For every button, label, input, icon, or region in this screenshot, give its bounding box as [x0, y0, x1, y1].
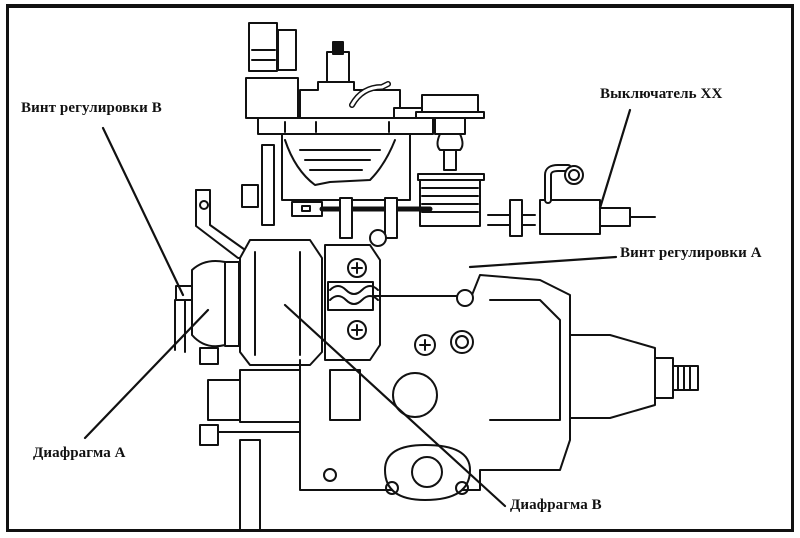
diaphragm-b-body: [239, 144, 323, 366]
leader-diaphragm-b: [283, 303, 507, 508]
diagram-frame: [6, 4, 794, 532]
head-plate: [384, 444, 471, 501]
label-diaphragm-b: Диафрагма В: [510, 497, 602, 513]
top-fitting: [299, 41, 401, 119]
top-plate: [257, 107, 435, 135]
label-adjusting-screw-b: Винт регулировки В: [21, 100, 162, 116]
leader-lines: [83, 108, 632, 508]
pump-body: [299, 274, 571, 491]
governor-housing: [281, 133, 411, 201]
leader-screw-a: [468, 255, 618, 269]
idle-switch: [487, 164, 656, 237]
diaphragm-a-body: [175, 260, 240, 348]
label-idle-switch: Выключатель XX: [600, 86, 723, 102]
leader-screw-b: [101, 126, 185, 297]
leader-diaphragm-a: [83, 308, 210, 440]
left-fittings: [199, 347, 301, 531]
leader-idle-switch: [598, 108, 632, 210]
lever-plate: [324, 229, 471, 361]
damper-assembly: [415, 94, 485, 227]
distributor-head: [569, 334, 699, 419]
electrical-connector: [245, 22, 299, 119]
adjuster-rod: [291, 197, 433, 239]
label-diaphragm-a: Диафрагма А: [33, 445, 126, 461]
label-adjusting-screw-a: Винт регулировки А: [620, 245, 762, 261]
